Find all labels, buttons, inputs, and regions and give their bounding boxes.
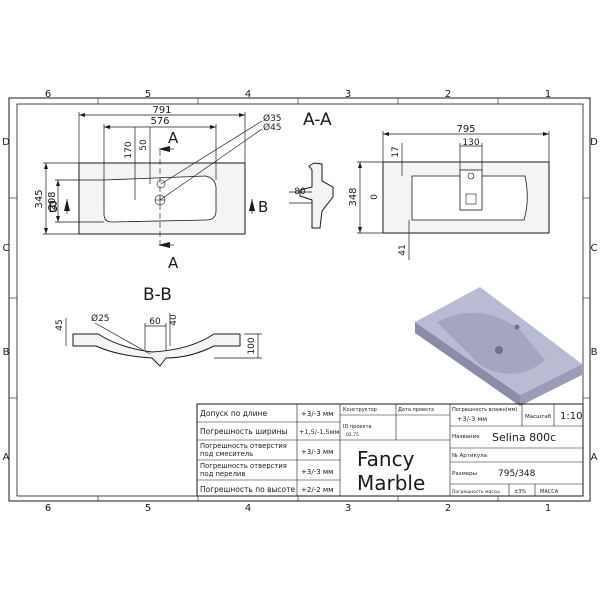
tol-value-length: +3/-3 мм (301, 410, 333, 418)
mass-tolerance-label: Погрешность массы (452, 489, 500, 495)
section-mark-b-right: B (258, 198, 268, 216)
tol-label-height: Погрешность по высоте (200, 485, 295, 494)
project-id-label: ID проекта (343, 424, 372, 430)
col-label-top: 5 (145, 89, 151, 100)
tol-label-length: Допуск по длине (200, 409, 267, 418)
tol-value-width: +1,5/-1,5мм (299, 428, 340, 436)
company-name-line1: Fancy (357, 447, 415, 471)
col-label-top: 6 (45, 89, 51, 100)
render-front-face (415, 322, 520, 406)
dim-bb-height: 100 (247, 337, 257, 354)
section-bb: B-B 45 Ø25 60 40 100 (55, 285, 262, 367)
designer-label: Конструктор (343, 407, 377, 413)
top-view: 795 130 17 348 0 41 (348, 124, 550, 260)
col-label-bottom: 4 (245, 503, 251, 514)
mass-label: МАССА (540, 489, 559, 495)
dim-hole-offset: 170 (124, 141, 134, 158)
tol-label-overflow: Погрешность отверстия под перелив (200, 462, 289, 478)
tap-hole (156, 179, 166, 189)
col-label-top: 2 (445, 89, 451, 100)
tol-label-tap-hole: Погрешность отверстия под смеситель (200, 442, 289, 458)
row-label-right: D (590, 137, 598, 148)
article-label: № Артикула (452, 453, 487, 459)
row-label-right: B (591, 347, 598, 358)
dim-top-overall-depth: 348 (348, 187, 359, 206)
flatness-label: Погрешность влажн(мм) (452, 407, 517, 413)
tol-value-tap-hole: +3/-3 мм (301, 448, 333, 456)
dim-bb-drain-offset: 60 (149, 317, 161, 327)
col-label-top: 1 (545, 89, 551, 100)
section-bb-title: B-B (143, 285, 172, 305)
mass-tolerance-value: ±3% (514, 489, 526, 495)
dim-bb-drain-dia: Ø25 (91, 313, 110, 324)
top-view-tap-block (459, 169, 483, 211)
row-label-right: A (591, 452, 598, 463)
section-bb-profile (72, 333, 241, 367)
dim-bb-drain-depth: 40 (169, 314, 179, 326)
scale-label: Масштаб (525, 414, 552, 420)
tol-value-height: +2/-2 мм (301, 486, 333, 494)
name-value: Selina 800c (492, 431, 556, 444)
plan-view: 791 576 170 50 Ø35 Ø45 345 208 (34, 105, 282, 272)
tol-value-overflow: +3/-3 мм (301, 468, 333, 476)
name-label: Название (452, 434, 480, 440)
top-view-tap-hole (467, 172, 475, 180)
col-label-bottom: 5 (145, 503, 151, 514)
dim-aa-depth: 80 (294, 187, 306, 197)
dim-top-overall-width: 795 (456, 124, 475, 135)
row-label-right: C (591, 243, 598, 254)
render-tap-hole (514, 324, 520, 330)
row-label-left: B (3, 347, 10, 358)
tol-label-overflow-text-line2: под перелив (200, 470, 245, 478)
section-aa-profile (299, 162, 334, 229)
col-label-bottom: 1 (545, 503, 551, 514)
tol-label-tap-hole-text-line2: под смеситель (200, 450, 253, 458)
row-label-left: A (3, 452, 10, 463)
dim-top-edge-top: 17 (391, 146, 401, 157)
col-label-bottom: 2 (445, 503, 451, 514)
col-label-top: 4 (245, 89, 251, 100)
company-name-line2: Marble (357, 471, 425, 495)
size-label: Размеры (452, 471, 477, 477)
dim-overall-width: 791 (152, 105, 171, 116)
tol-label-overflow-text: Погрешность отверстия (200, 462, 287, 470)
dim-top-tap-block: 130 (462, 138, 479, 148)
dim-hole-dia-large: Ø45 (263, 122, 282, 133)
zone-labels: 6 5 4 3 2 1 6 5 4 3 2 1 D C B A D C B A (2, 89, 598, 514)
size-value: 795/348 (498, 469, 536, 479)
dim-top-edge-bottom: 41 (398, 244, 408, 255)
col-label-bottom: 3 (345, 503, 351, 514)
basin-render (415, 287, 582, 406)
section-mark-a-bottom: A (168, 254, 179, 272)
flatness-value: +3/-3 мм (457, 415, 487, 423)
dim-bowl-depth: 208 (47, 191, 58, 210)
dim-overall-depth: 345 (34, 189, 45, 208)
dim-hole-dia-small: Ø35 (263, 113, 282, 124)
project-id-value: 02.75 (346, 432, 359, 438)
project-date-label: Дата проекта (398, 407, 434, 413)
top-view-overflow (465, 193, 477, 205)
tol-label-width: Погрешность ширины (200, 427, 287, 436)
row-label-left: D (2, 137, 10, 148)
dim-drain-offset: 50 (139, 139, 149, 151)
section-aa-title: A-A (303, 110, 332, 130)
section-aa: A-A 80 (289, 110, 334, 229)
scale-value: 1:10 (560, 411, 582, 422)
col-label-top: 3 (345, 89, 351, 100)
section-mark-b-left: B (48, 198, 58, 216)
col-label-bottom: 6 (45, 503, 51, 514)
render-bowl (437, 312, 545, 374)
dim-top-zero: 0 (370, 194, 380, 200)
dim-bb-rim: 45 (55, 319, 65, 330)
title-block: Допуск по длине +3/-3 мм Погрешность шир… (196, 403, 584, 497)
section-mark-a-top: A (168, 129, 179, 147)
render-drain (495, 346, 503, 354)
dim-bowl-width: 576 (150, 116, 169, 127)
tol-label-tap-hole-text: Погрешность отверстия (200, 442, 287, 450)
row-label-left: C (3, 243, 10, 254)
render-side-face (520, 364, 582, 406)
